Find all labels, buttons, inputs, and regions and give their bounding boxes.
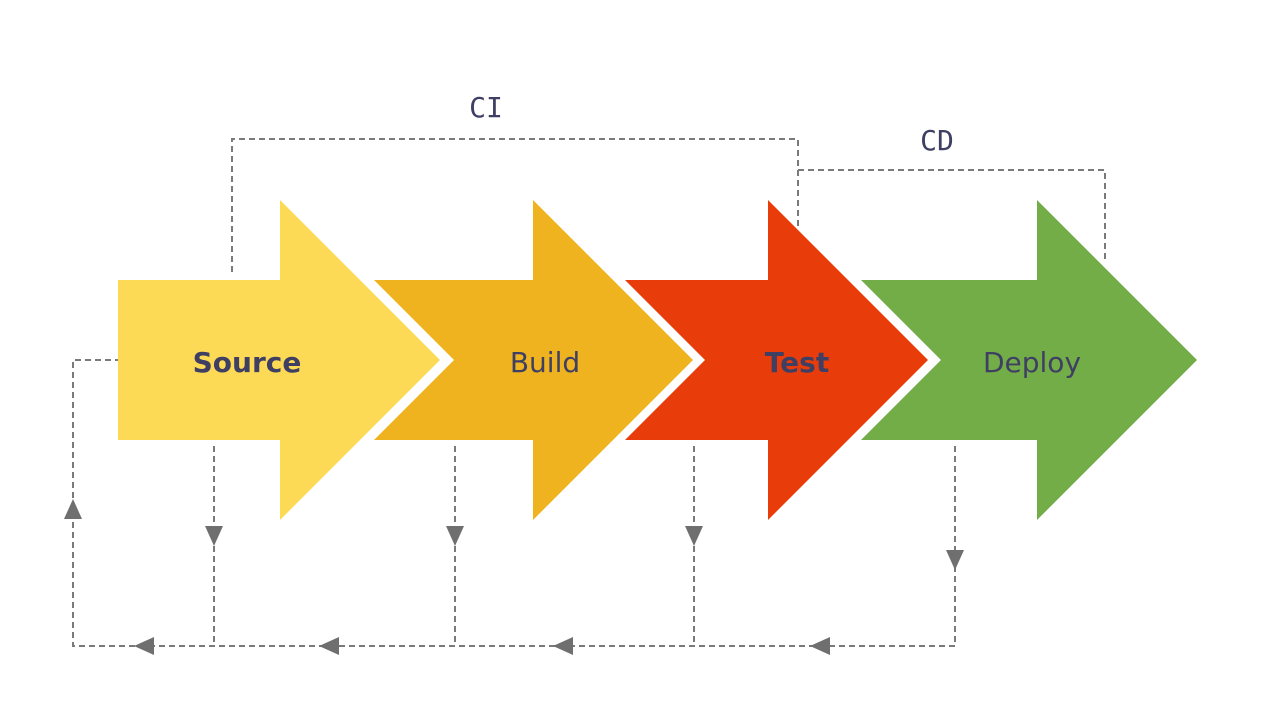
stage-arrow-build (374, 200, 693, 520)
stage-arrow-deploy (861, 200, 1197, 520)
test-down-arrowhead (685, 526, 703, 546)
return-up-arrowhead (64, 499, 82, 519)
build-down-arrowhead (446, 526, 464, 546)
stage-label-deploy: Deploy (983, 346, 1081, 379)
stage-arrow-source (118, 200, 440, 520)
return-left-arrowhead-4 (134, 637, 154, 655)
cd-label: CD (920, 124, 954, 157)
stage-label-build: Build (510, 346, 580, 379)
return-left-arrowhead-1 (810, 637, 830, 655)
stage-arrow-test (625, 200, 928, 520)
stage-label-test: Test (765, 346, 829, 379)
return-left-arrowhead-2 (553, 637, 573, 655)
return-left-arrowhead-3 (319, 637, 339, 655)
cd-bracket (798, 169, 1106, 260)
ci-bracket (231, 138, 799, 272)
source-down-arrowhead (205, 526, 223, 546)
stage-label-source: Source (193, 346, 302, 379)
deploy-down-arrowhead (946, 550, 964, 570)
ci-label: CI (469, 91, 503, 124)
